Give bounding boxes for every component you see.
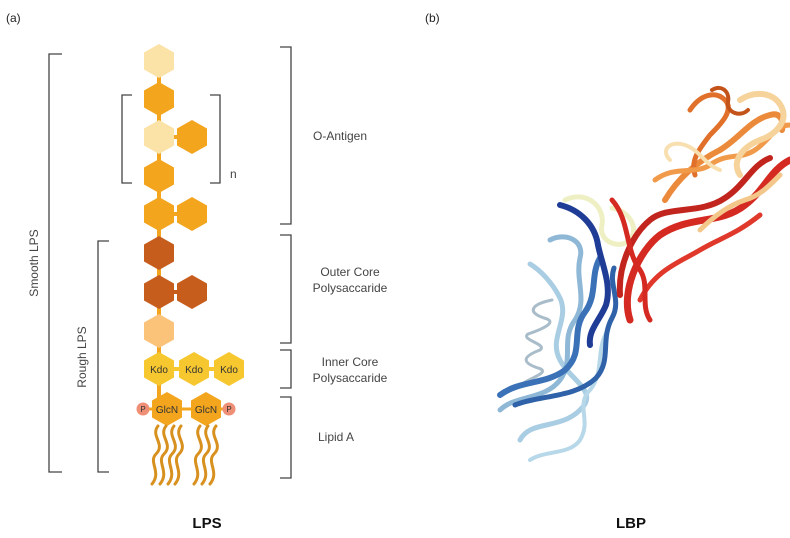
o-antigen-bracket	[280, 46, 292, 225]
phosphate-label-2: P	[226, 405, 231, 414]
lbp-strand-lightblue-3	[528, 328, 610, 462]
sugar-hexagon-7-branch	[177, 275, 207, 309]
inner-core-label-line2: Polysaccaride	[313, 371, 388, 385]
kdo-hexagon-1	[144, 352, 174, 386]
lbp-strand-beige-1	[733, 90, 787, 178]
phosphate-label-1: P	[140, 405, 145, 414]
lipid-a-label: Lipid A	[318, 430, 354, 444]
lbp-structure	[497, 85, 790, 462]
glcn-label-2: GlcN	[195, 405, 217, 416]
repeat-n-label: n	[230, 167, 237, 181]
phosphate-circle-2	[222, 402, 236, 416]
sugar-hexagon-5	[144, 197, 174, 231]
kdo-label-1: Kdo	[150, 365, 168, 376]
sugar-hexagon-2	[144, 82, 174, 116]
sugar-hexagon-4	[144, 159, 174, 193]
lbp-strand-brown	[710, 85, 750, 116]
sugar-hexagon-5-branch	[177, 197, 207, 231]
lbp-strand-beige-2	[697, 172, 783, 233]
lbp-strand-red-1	[623, 156, 790, 324]
inner-core-label-line1: Inner Core	[322, 355, 379, 369]
lbp-strand-navy	[557, 202, 611, 348]
sugar-hexagon-3	[144, 120, 174, 154]
outer-core-bracket	[280, 234, 292, 344]
kdo-label-2: Kdo	[185, 365, 203, 376]
smooth-lps-bracket	[48, 53, 62, 473]
kdo-hexagon-3	[214, 352, 244, 386]
lbp-strand-blue-1	[497, 255, 603, 398]
lipid-tails	[150, 424, 219, 486]
repeat-bracket-right	[210, 94, 221, 184]
outer-core-label-line2: Polysaccaride	[313, 281, 388, 295]
lipid-a-bracket	[280, 396, 292, 479]
lps-diagram: Smooth LPS Rough LPS n O-Antigen Outer C…	[27, 44, 388, 532]
lbp-strand-blue-2	[512, 265, 619, 408]
sugar-hexagon-3-branch	[177, 120, 207, 154]
lbp-strand-red-3	[637, 212, 763, 303]
inner-core-bracket	[280, 349, 292, 389]
phosphate-circle-1	[136, 402, 150, 416]
lbp-strand-red-2	[616, 155, 773, 298]
kdo-hexagon-2	[179, 352, 209, 386]
panel-label-a: (a)	[6, 11, 21, 25]
lbp-strand-paleyellow	[562, 194, 637, 247]
panel-label-b: (b)	[425, 11, 440, 25]
sugar-hexagon-7	[144, 275, 174, 309]
sugar-hexagon-6	[144, 236, 174, 270]
kdo-label-3: Kdo	[220, 365, 238, 376]
lbp-strand-lightblue-1	[517, 261, 590, 443]
glcn-hexagon-2	[191, 392, 221, 426]
rough-lps-bracket	[97, 240, 109, 473]
rough-lps-label: Rough LPS	[75, 326, 89, 387]
glcn-label-1: GlcN	[156, 405, 178, 416]
repeat-bracket-left	[121, 94, 132, 184]
lps-caption: LPS	[192, 515, 221, 532]
sugar-hexagon-1	[144, 44, 174, 78]
lbp-caption: LBP	[616, 515, 646, 532]
outer-core-label-line1: Outer Core	[320, 265, 380, 279]
lbp-strand-red-4	[609, 197, 653, 323]
lbp-helix-coil	[520, 298, 554, 386]
o-antigen-label: O-Antigen	[313, 129, 367, 143]
sugar-hexagon-8	[144, 314, 174, 348]
lbp-strand-beige-3	[664, 141, 722, 172]
glcn-hexagon-1	[152, 392, 182, 426]
smooth-lps-label: Smooth LPS	[27, 229, 41, 296]
lbp-strand-lightblue-2	[497, 234, 584, 413]
